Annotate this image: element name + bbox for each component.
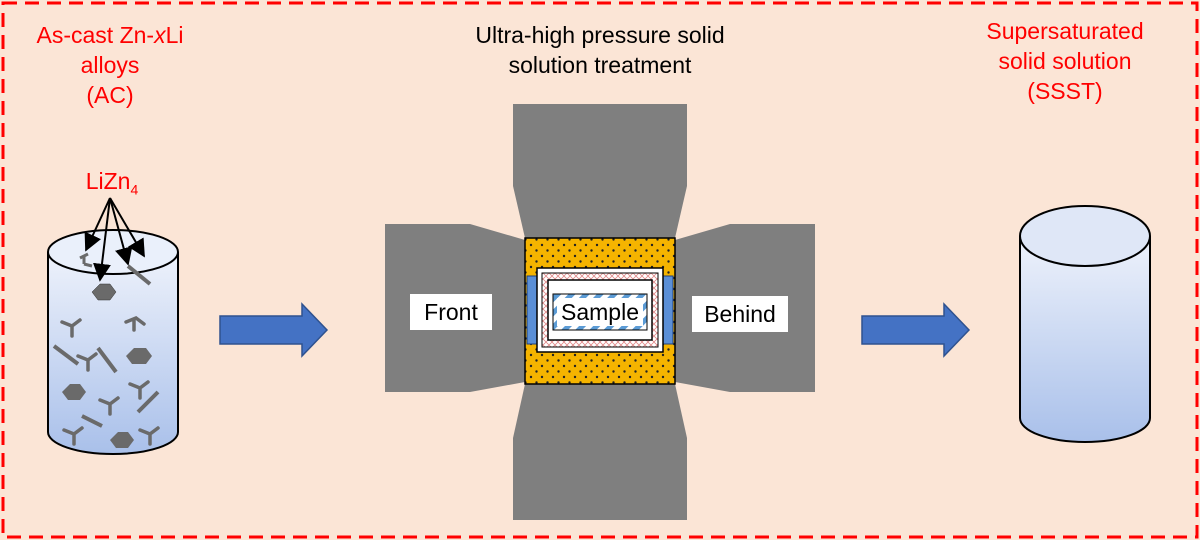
ssst-label-line2: solid solution xyxy=(998,48,1132,74)
ssst-label-line1: Supersaturated xyxy=(986,18,1144,44)
as-cast-label-line2: alloys xyxy=(80,52,140,78)
sample-label: Sample xyxy=(557,298,643,326)
ssst-cylinder xyxy=(1019,205,1151,443)
process-arrow-1 xyxy=(219,302,329,358)
as-cast-label-line1: As-cast Zn-xLi xyxy=(36,22,184,48)
electrode-left xyxy=(526,275,538,345)
top-anvil xyxy=(513,104,687,238)
process-arrow-2 xyxy=(861,302,971,358)
as-cast-cylinder xyxy=(47,229,179,455)
ssst-label-line3: (SSST) xyxy=(1027,78,1103,104)
treatment-label-line2: solution treatment xyxy=(508,52,692,78)
behind-label: Behind xyxy=(692,296,788,332)
treatment-label: Ultra-high pressure solid solution treat… xyxy=(420,20,780,80)
front-label: Front xyxy=(410,294,492,330)
treatment-label-line1: Ultra-high pressure solid xyxy=(475,22,725,48)
as-cast-label: As-cast Zn-xLi alloys (AC) xyxy=(10,20,210,110)
ssst-label: Supersaturated solid solution (SSST) xyxy=(950,16,1180,106)
phase-pointer-arrows xyxy=(84,197,145,282)
phase-label: LiZn4 xyxy=(85,168,139,198)
electrode-right xyxy=(662,275,674,345)
as-cast-label-line3: (AC) xyxy=(86,82,134,108)
bottom-anvil xyxy=(513,384,687,520)
